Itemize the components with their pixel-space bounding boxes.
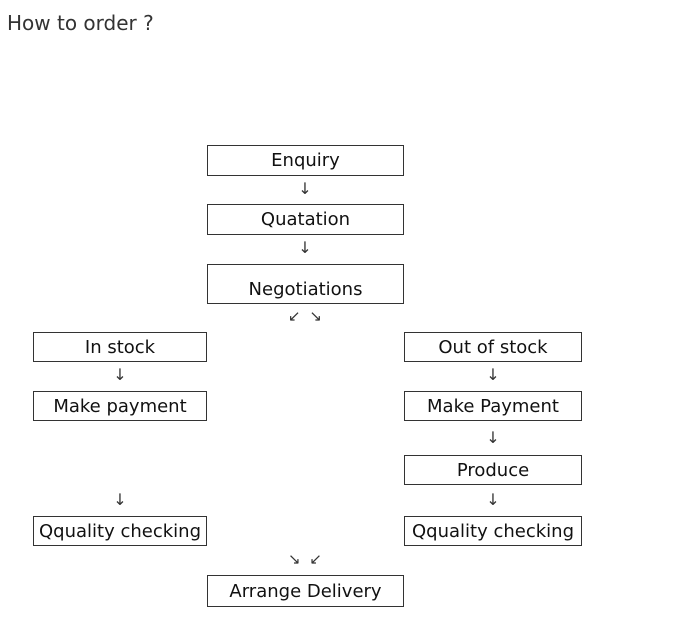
produce-box: Produce bbox=[404, 455, 582, 485]
arrow-quatation-to-negotiations: ↓ bbox=[298, 238, 312, 257]
arrow-produce-to-quality: ↓ bbox=[486, 490, 500, 509]
arrow-outofstock-to-payment: ↓ bbox=[486, 365, 500, 384]
quality-checking-right-box: Qquality checking bbox=[404, 516, 582, 546]
arrange-delivery-box: Arrange Delivery bbox=[207, 575, 404, 607]
arrow-payment-to-quality-left: ↓ bbox=[113, 490, 127, 509]
quatation-box: Quatation bbox=[207, 204, 404, 235]
in-stock-box: In stock bbox=[33, 332, 207, 362]
make-payment-right-box: Make Payment bbox=[404, 391, 582, 421]
arrow-merge-to-delivery: ↘ ↙ bbox=[288, 550, 324, 568]
arrow-payment-to-produce: ↓ bbox=[486, 428, 500, 447]
quality-checking-left-box: Qquality checking bbox=[33, 516, 207, 546]
page-title: How to order ? bbox=[7, 11, 154, 35]
arrow-negotiations-split: ↙ ↘ bbox=[288, 307, 324, 325]
arrow-instock-to-payment: ↓ bbox=[113, 365, 127, 384]
make-payment-left-box: Make payment bbox=[33, 391, 207, 421]
out-of-stock-box: Out of stock bbox=[404, 332, 582, 362]
negotiations-box: Negotiations bbox=[207, 264, 404, 304]
enquiry-box: Enquiry bbox=[207, 145, 404, 176]
arrow-enquiry-to-quatation: ↓ bbox=[298, 179, 312, 198]
